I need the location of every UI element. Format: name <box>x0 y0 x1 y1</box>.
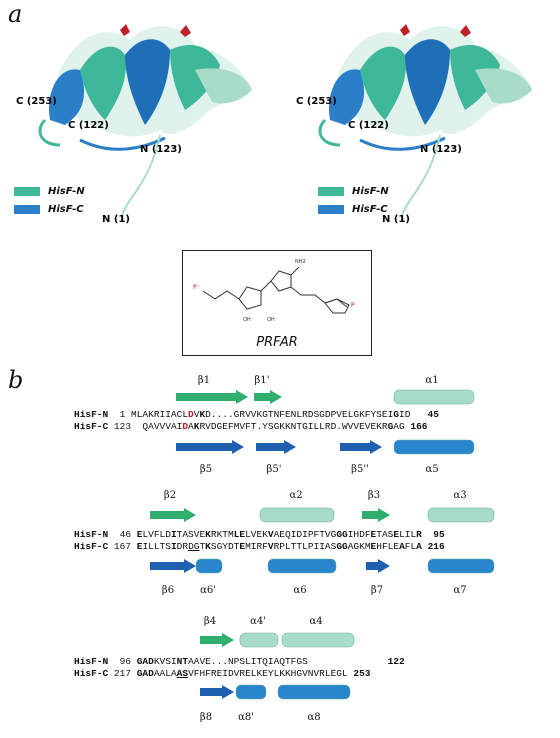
hisf-structure-left: C (253) C (122) N (123) N (1) <box>16 24 252 225</box>
legend-hisf-c-right: HisF-C <box>318 204 388 215</box>
seq-hisf-n-3: HisF-N 96 GADKVSINTAAVE...NPSLITQIAQTFGS… <box>74 656 405 667</box>
ss-label-alpha4: α4 <box>309 616 323 627</box>
legend-swatch <box>14 204 40 214</box>
seq-hisf-c-2: HisF-C 167 EILLTSIDRDGTKSGYDTEMIRFVRPLTT… <box>74 541 445 552</box>
c253-label: C (253) <box>16 96 57 107</box>
ss-label-alpha5: α5 <box>425 464 439 475</box>
beta1-strand <box>176 390 248 404</box>
c253-label: C (253) <box>296 96 337 107</box>
svg-text:P: P <box>193 284 197 291</box>
ss-label-beta1p: β1' <box>254 375 270 386</box>
ss-label-beta5pp: β5'' <box>351 464 369 475</box>
ss-label-alpha8p: α8' <box>238 712 254 723</box>
n123-label: N (123) <box>420 144 462 155</box>
svg-text:OH: OH <box>243 317 251 323</box>
alpha7-helix <box>427 558 495 574</box>
alpha8p-helix <box>235 684 267 700</box>
beta2-strand <box>150 508 196 522</box>
seq-hisf-c-3: HisF-C 217 GADAALAASVFHFREIDVRELKEYLKKHG… <box>74 668 371 679</box>
svg-text:NH2: NH2 <box>295 259 306 265</box>
ss-label-alpha4p: α4' <box>250 616 266 627</box>
n1-label: N (1) <box>382 214 410 225</box>
beta4-strand <box>200 633 234 647</box>
legend-hisf-c-left: HisF-C <box>14 204 84 215</box>
alpha4p-helix <box>239 632 279 648</box>
alpha2-helix <box>259 507 335 523</box>
panel-a-letter: a <box>8 0 23 28</box>
ss-label-alpha7: α7 <box>453 585 467 596</box>
ss-label-beta4: β4 <box>203 616 217 627</box>
ss-label-alpha8: α8 <box>307 712 321 723</box>
alpha4-helix <box>281 632 355 648</box>
beta7-strand <box>366 559 390 573</box>
n1-label: N (1) <box>102 214 130 225</box>
alpha1-helix <box>393 389 475 405</box>
alpha6p-helix <box>195 558 223 574</box>
ss-label-alpha6p: α6' <box>200 585 216 596</box>
panel-b-letter: b <box>8 366 24 394</box>
ss-label-alpha6: α6 <box>293 585 307 596</box>
alpha6-helix <box>267 558 337 574</box>
seq-hisf-c-1: HisF-C 123 QAVVVAIDAKRVDGEFMVFT.YSGKKNTG… <box>74 421 428 432</box>
alpha5-helix <box>393 439 475 455</box>
prfar-label: PRFAR <box>256 335 298 350</box>
n123-label: N (123) <box>140 144 182 155</box>
ss-label-alpha3: α3 <box>453 490 467 501</box>
beta6-strand <box>150 559 196 573</box>
beta1p-strand <box>254 390 282 404</box>
beta5pp-strand <box>340 440 382 454</box>
ss-label-beta8: β8 <box>199 712 213 723</box>
legend-swatch <box>318 186 344 196</box>
c122-label: C (122) <box>68 120 109 131</box>
ss-label-beta1: β1 <box>197 375 211 386</box>
svg-text:P: P <box>351 302 355 309</box>
ss-label-alpha1: α1 <box>425 375 439 386</box>
ss-label-beta2: β2 <box>163 490 177 501</box>
seq-hisf-n-2: HisF-N 46 ELVFLDITASVEKRKTMLELVEKVAEQIDI… <box>74 529 445 540</box>
ss-label-beta7: β7 <box>370 585 384 596</box>
seq-hisf-n-1: HisF-N 1 MLAKRIIACLDVKD....GRVVKGTNFENLR… <box>74 409 439 420</box>
legend-hisf-n-left: HisF-N <box>14 186 85 197</box>
alpha3-helix <box>427 507 495 523</box>
ss-label-beta3: β3 <box>367 490 381 501</box>
ss-label-beta5: β5 <box>199 464 213 475</box>
ss-label-beta5p: β5' <box>266 464 282 475</box>
legend-swatch <box>318 204 344 214</box>
c122-label: C (122) <box>348 120 389 131</box>
legend-hisf-n-right: HisF-N <box>318 186 389 197</box>
beta5-strand <box>176 440 244 454</box>
beta5p-strand <box>256 440 296 454</box>
svg-text:OH: OH <box>267 317 275 323</box>
beta3-strand <box>362 508 390 522</box>
legend-swatch <box>14 186 40 196</box>
beta8-strand <box>200 685 234 699</box>
ss-label-beta6: β6 <box>161 585 175 596</box>
alpha8-helix <box>277 684 351 700</box>
hisf-structure-right: C (253) C (122) N (123) N (1) <box>296 24 532 225</box>
ss-label-alpha2: α2 <box>289 490 303 501</box>
